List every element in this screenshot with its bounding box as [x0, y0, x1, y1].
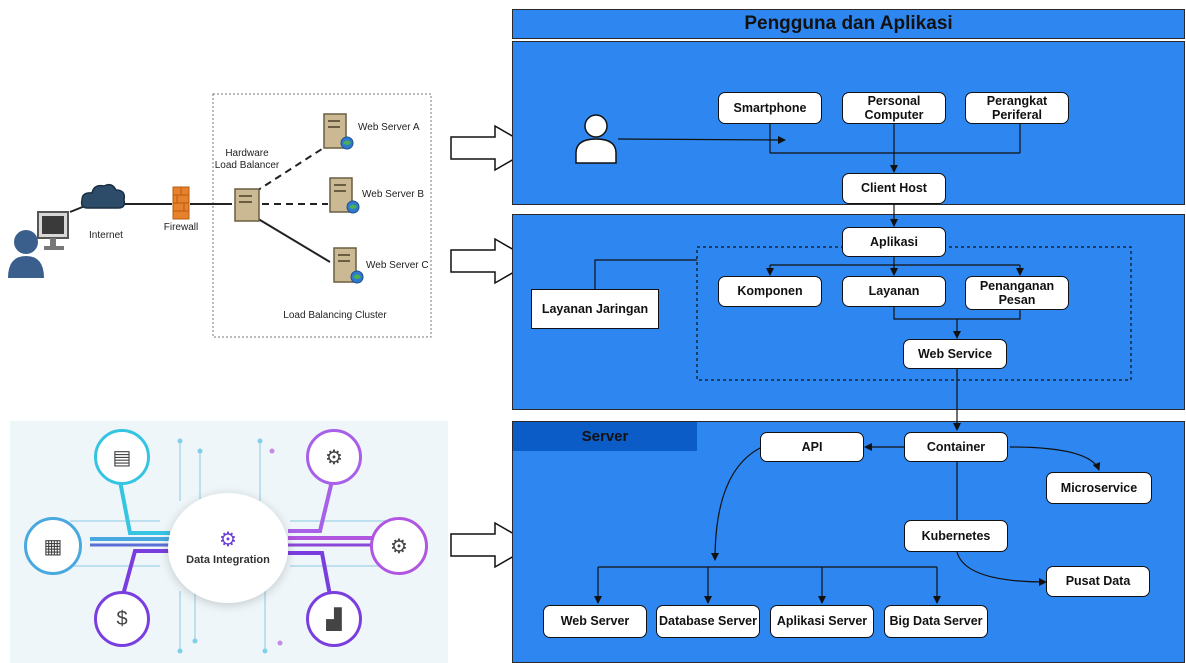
penanganan-pesan-box: Penanganan Pesan	[965, 276, 1069, 310]
internet-label: Internet	[89, 230, 123, 241]
web-server-a-label: Web Server A	[358, 122, 420, 133]
load-balancer-icon	[234, 188, 260, 222]
kubernetes-box: Kubernetes	[904, 520, 1008, 552]
integration-figure: ▤ ⚙ ▦ ⚙ $ ▟ ⚙ Data Integration	[10, 421, 448, 663]
firewall-label: Firewall	[163, 222, 199, 233]
network-gear-icon: ⚙	[370, 517, 428, 575]
cluster-label: Load Balancing Cluster	[283, 310, 387, 321]
aplikasi-box: Aplikasi	[842, 227, 946, 257]
money-hand-icon: $	[94, 591, 150, 647]
server-panel-title: Server	[513, 422, 697, 451]
smartphone-box: Smartphone	[718, 92, 822, 124]
layanan-box: Layanan	[842, 276, 946, 307]
data-integration-label: Data Integration	[186, 554, 270, 566]
user-icon	[575, 114, 617, 164]
internet-cloud-icon	[80, 183, 126, 209]
perangkat-periferal-box: Perangkat Periferal	[965, 92, 1069, 124]
microservice-box: Microservice	[1046, 472, 1152, 504]
komponen-box: Komponen	[718, 276, 822, 307]
diagram-title: Pengguna dan Aplikasi	[512, 9, 1185, 39]
load-balancer-label: Hardware Load Balancer	[214, 148, 280, 171]
data-integration-hub: ⚙ Data Integration	[168, 493, 288, 603]
document-chart-icon: ▦	[24, 517, 82, 575]
web-server-a-icon	[323, 113, 354, 150]
web-server-b-label: Web Server B	[362, 189, 425, 200]
network-figure: Internet Firewall Hardware Load Balancer…	[0, 92, 450, 342]
personal-computer-box: Personal Computer	[842, 92, 946, 124]
database-icon: ▤	[94, 429, 150, 485]
web-server-c-label: Web Server C	[366, 260, 429, 271]
web-server-c-icon	[333, 247, 364, 284]
settings-gears-icon: ⚙	[306, 429, 362, 485]
user-icon	[8, 230, 44, 278]
network-figure-graphic	[69, 93, 432, 338]
web-service-box: Web Service	[903, 339, 1007, 369]
api-box: API	[760, 432, 864, 462]
big-data-server-box: Big Data Server	[884, 605, 988, 638]
web-server-box: Web Server	[543, 605, 647, 638]
client-host-box: Client Host	[842, 173, 946, 204]
container-box: Container	[904, 432, 1008, 462]
database-server-box: Database Server	[656, 605, 760, 638]
integration-gear-icon: ⚙	[219, 529, 237, 551]
computer-icon	[37, 211, 69, 250]
growth-chart-icon: ▟	[306, 591, 362, 647]
pusat-data-box: Pusat Data	[1046, 566, 1150, 597]
layanan-jaringan-box: Layanan Jaringan	[531, 289, 659, 329]
aplikasi-server-box: Aplikasi Server	[770, 605, 874, 638]
firewall-icon	[172, 186, 190, 220]
web-server-b-icon	[329, 177, 360, 214]
